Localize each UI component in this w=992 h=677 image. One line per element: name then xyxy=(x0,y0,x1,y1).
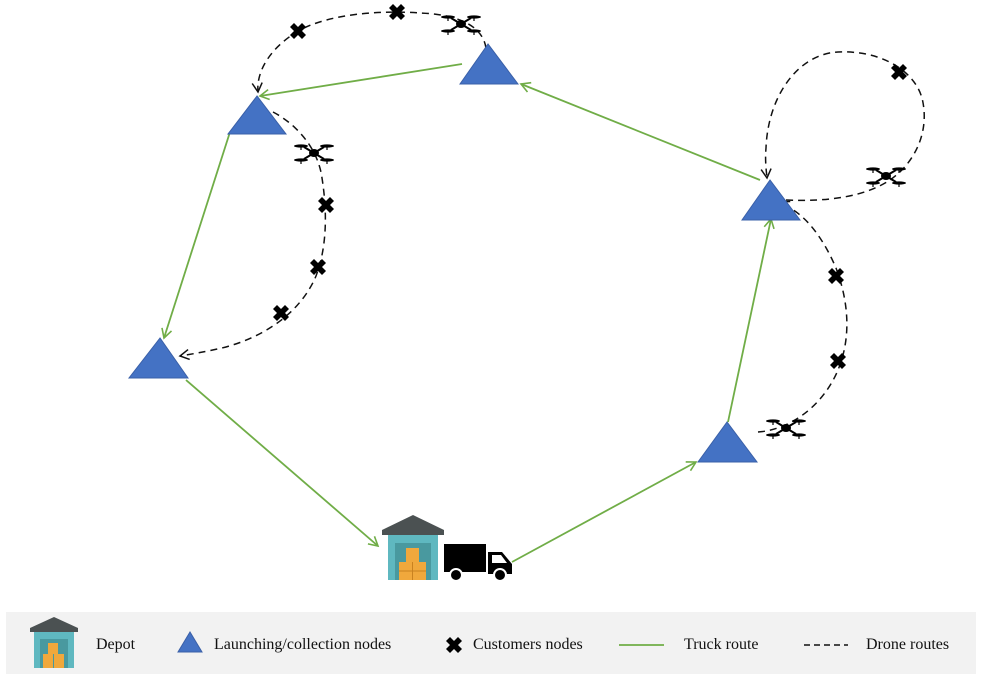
customer-cross-icon xyxy=(830,353,846,369)
node-triangle-icon xyxy=(697,421,758,463)
node-triangle-icon xyxy=(741,179,801,221)
truck-route-segment xyxy=(727,217,775,423)
legend: Depot Launching/collection nodes Custome… xyxy=(6,612,976,674)
customer-cross-icon xyxy=(318,197,334,213)
drone-route-left xyxy=(178,111,327,361)
depot-warehouse-icon xyxy=(382,515,444,580)
truck-route-segment xyxy=(161,131,231,340)
legend-triangle-icon xyxy=(177,631,203,653)
truck-route-segment xyxy=(519,81,761,181)
drone-icon xyxy=(865,166,907,188)
legend-drone-label: Drone routes xyxy=(866,636,950,653)
truck-icon xyxy=(444,544,512,582)
drone-icon xyxy=(440,14,482,36)
customer-cross-icon xyxy=(290,23,306,39)
truck-route-segment xyxy=(511,461,698,563)
customer-cross-icon xyxy=(828,268,844,284)
legend-truck-label: Truck route xyxy=(684,636,759,653)
drones xyxy=(293,14,907,440)
legend-depot-label: Depot xyxy=(96,636,136,653)
node-triangle-icon xyxy=(459,43,519,85)
truck-route-segment xyxy=(185,379,380,548)
legend-node-label: Launching/collection nodes xyxy=(214,636,392,653)
drone-routes xyxy=(178,11,925,433)
node-triangle-icon xyxy=(226,95,288,135)
launch-collection-nodes xyxy=(127,43,801,463)
legend-customer-label: Customers nodes xyxy=(473,636,583,653)
legend-depot-warehouse-icon xyxy=(30,617,78,668)
drone-route-top-left xyxy=(251,11,487,94)
truck-route-segment xyxy=(258,63,463,101)
drone-icon xyxy=(293,143,335,165)
truck-routes xyxy=(161,63,775,563)
node-triangle-icon xyxy=(127,337,189,379)
legend-cross-icon xyxy=(446,637,462,653)
routing-diagram xyxy=(127,4,925,582)
customer-cross-icon xyxy=(273,305,289,321)
drone-route-right xyxy=(757,200,848,433)
